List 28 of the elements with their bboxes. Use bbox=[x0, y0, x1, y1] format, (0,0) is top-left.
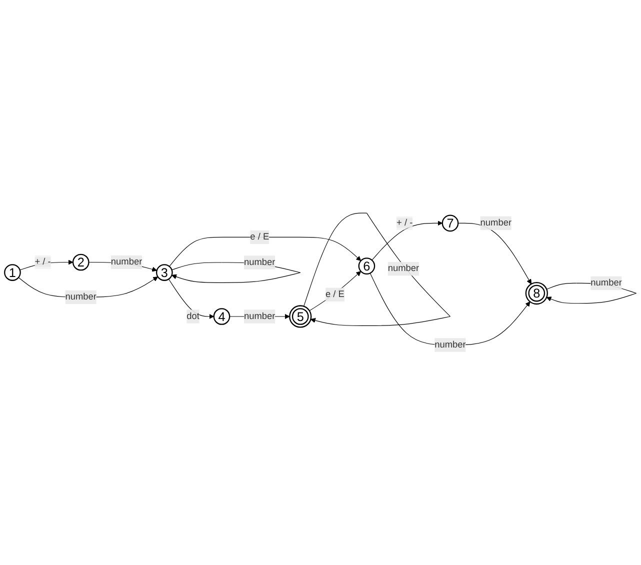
arrow bbox=[303, 212, 450, 326]
node-circle: 4 bbox=[213, 308, 230, 325]
node-circle: 6 bbox=[358, 258, 376, 274]
edge-label: number bbox=[244, 311, 276, 322]
node-circle: 2 bbox=[72, 254, 90, 271]
arrow bbox=[309, 271, 362, 312]
node-circle: 5 bbox=[289, 305, 312, 328]
arrow bbox=[20, 260, 74, 270]
edge-label: number bbox=[434, 340, 466, 350]
edge-label: e / E bbox=[250, 232, 270, 242]
edge-label: dot bbox=[186, 311, 200, 322]
arrow bbox=[372, 220, 443, 260]
edge-label: number bbox=[244, 257, 276, 268]
arrow bbox=[168, 278, 214, 320]
node-circle: 3 bbox=[156, 264, 173, 281]
edge-label: + / - bbox=[34, 257, 51, 267]
node-circle: 1 bbox=[4, 264, 21, 281]
edge-label: number bbox=[110, 257, 142, 267]
node-circle: 8 bbox=[525, 282, 548, 305]
edge-label: number bbox=[590, 278, 622, 288]
arrow bbox=[458, 222, 532, 284]
node-circle: 7 bbox=[442, 214, 459, 232]
edge-label: number bbox=[65, 292, 97, 302]
edge-label: + / - bbox=[396, 218, 413, 228]
edge-label: number bbox=[388, 264, 420, 274]
edge-label: number bbox=[480, 218, 512, 228]
arrow bbox=[169, 236, 362, 267]
edge-label: e / E bbox=[326, 289, 344, 300]
